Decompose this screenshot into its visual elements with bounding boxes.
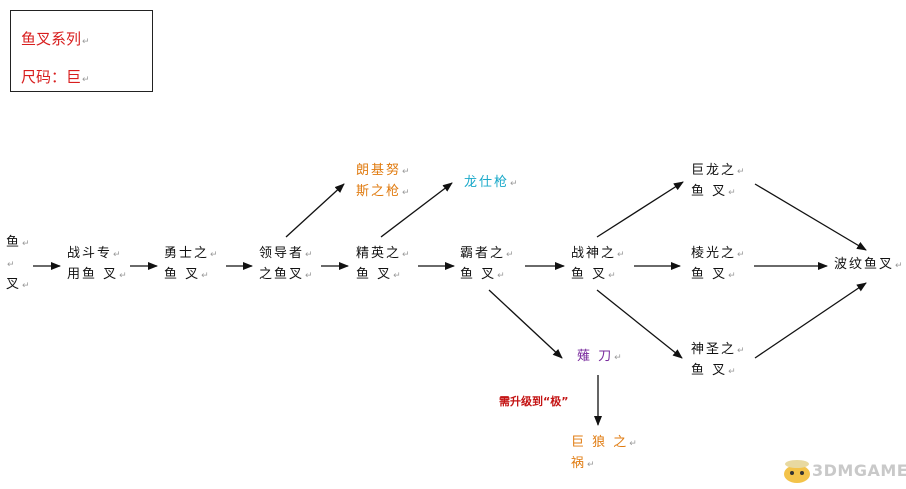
node-jingying: 精英之↵ 鱼 叉↵: [356, 244, 412, 286]
node-label-text: 鱼 叉: [571, 267, 608, 282]
node-label-text: 精英之: [356, 246, 402, 261]
edge-bazhe-yidao: [488, 289, 563, 359]
node-yongshi: 勇士之↵ 鱼 叉↵: [164, 244, 220, 286]
node-yucha: 鱼↵ ↵ 叉↵: [6, 233, 32, 296]
watermark-text: 3DMGAME: [812, 461, 906, 480]
node-label-text: 鱼 叉: [691, 184, 728, 199]
node-julang: 巨 狼 之↵ 祸↵: [571, 433, 639, 475]
node-label-text: 龙仕枪: [464, 175, 510, 190]
game-mascot-icon: [784, 460, 810, 483]
node-label-text: 巨龙之: [691, 163, 737, 178]
node-bazhe: 霸者之↵ 鱼 叉↵: [460, 244, 516, 286]
node-bowen: 波纹鱼叉↵: [834, 255, 905, 276]
node-label-line: 鱼 叉↵: [164, 267, 211, 282]
upgrade-note: 需升级到“极”: [499, 395, 569, 408]
edge-shensheng-bowen: [754, 282, 867, 359]
node-label-text: 领导者: [259, 246, 305, 261]
node-label-line: 精英之↵: [356, 246, 412, 261]
node-label-text: 祸: [571, 456, 587, 471]
node-langjinu: 朗基努↵ 斯之枪↵: [356, 161, 412, 203]
node-label-text: 用鱼 叉: [67, 267, 119, 282]
node-label-line: 鱼 叉↵: [691, 267, 738, 282]
node-label-text: 鱼 叉: [691, 267, 728, 282]
node-label-line: 用鱼 叉↵: [67, 267, 129, 282]
node-label-line: 鱼 叉↵: [460, 267, 507, 282]
node-label-text: 波纹鱼叉: [834, 257, 895, 272]
node-julong: 巨龙之↵ 鱼 叉↵: [691, 161, 747, 203]
node-label-line: 叉↵: [6, 277, 32, 292]
legend-box: 鱼叉系列↵ 尺码：巨↵: [10, 10, 153, 92]
legend-size: 尺码：巨↵: [21, 68, 90, 86]
node-label-line: 斯之枪↵: [356, 184, 412, 199]
node-label-line: 鱼 叉↵: [691, 184, 738, 199]
node-zhanshen: 战神之↵ 鱼 叉↵: [571, 244, 627, 286]
node-longshi: 龙仕枪↵: [464, 173, 520, 194]
node-label-line: 鱼↵: [6, 235, 32, 250]
node-zhandou: 战斗专↵ 用鱼 叉↵: [67, 244, 129, 286]
edge-lingdao-langjinu: [285, 183, 345, 238]
legend-series: 鱼叉系列↵: [21, 30, 90, 48]
node-label-text: 之鱼叉: [259, 267, 305, 282]
node-label-line: 巨 狼 之↵: [571, 435, 639, 450]
node-label-text: 鱼: [6, 235, 22, 250]
node-label-line: 霸者之↵: [460, 246, 516, 261]
node-label-text: 薙 刀: [577, 349, 614, 364]
node-label-text: 鱼 叉: [460, 267, 497, 282]
edge-jingying-longshi: [380, 182, 453, 238]
edge-julong-bowen: [754, 183, 867, 251]
node-label-line: 勇士之↵: [164, 246, 220, 261]
node-label-text: 勇士之: [164, 246, 210, 261]
node-label-line: 战斗专↵: [67, 246, 123, 261]
node-yidao: 薙 刀↵: [577, 347, 624, 368]
node-lengguang: 棱光之↵ 鱼 叉↵: [691, 244, 747, 286]
node-label-line: 领导者↵: [259, 246, 315, 261]
node-label-text: 霸者之: [460, 246, 506, 261]
node-label-text: 棱光之: [691, 246, 737, 261]
node-label-line: 棱光之↵: [691, 246, 747, 261]
node-label-text: 鱼 叉: [356, 267, 393, 282]
node-label-line: 鱼 叉↵: [356, 267, 403, 282]
node-label-line: 鱼 叉↵: [571, 267, 618, 282]
node-label-text: 战神之: [571, 246, 617, 261]
node-label-line: 巨龙之↵: [691, 163, 747, 178]
node-label-text: 战斗专: [67, 246, 113, 261]
node-label-line: 鱼 叉↵: [691, 363, 738, 378]
node-label-line: 祸↵: [571, 456, 597, 471]
node-label-text: 鱼 叉: [164, 267, 201, 282]
edge-zhanshen-julong: [596, 181, 684, 238]
node-label-line: 之鱼叉↵: [259, 267, 315, 282]
node-label-line: 神圣之↵: [691, 342, 747, 357]
node-label-line: ↵: [7, 260, 17, 270]
node-label-line: 薙 刀↵: [577, 349, 624, 364]
watermark-logo: 3DMGAME: [780, 455, 906, 485]
edge-zhanshen-shensheng: [596, 289, 683, 359]
node-label-line: 龙仕枪↵: [464, 175, 520, 190]
node-label-line: 战神之↵: [571, 246, 627, 261]
node-label-text: 斯之枪: [356, 184, 402, 199]
node-label-text: 朗基努: [356, 163, 402, 178]
node-lingdao: 领导者↵ 之鱼叉↵: [259, 244, 315, 286]
node-label-line: 朗基努↵: [356, 163, 412, 178]
node-label-text: 神圣之: [691, 342, 737, 357]
node-label-text: 鱼 叉: [691, 363, 728, 378]
node-label-text: 巨 狼 之: [571, 435, 629, 450]
node-shensheng: 神圣之↵ 鱼 叉↵: [691, 340, 747, 382]
node-label-text: 叉: [6, 277, 22, 292]
node-label-line: 波纹鱼叉↵: [834, 257, 905, 272]
